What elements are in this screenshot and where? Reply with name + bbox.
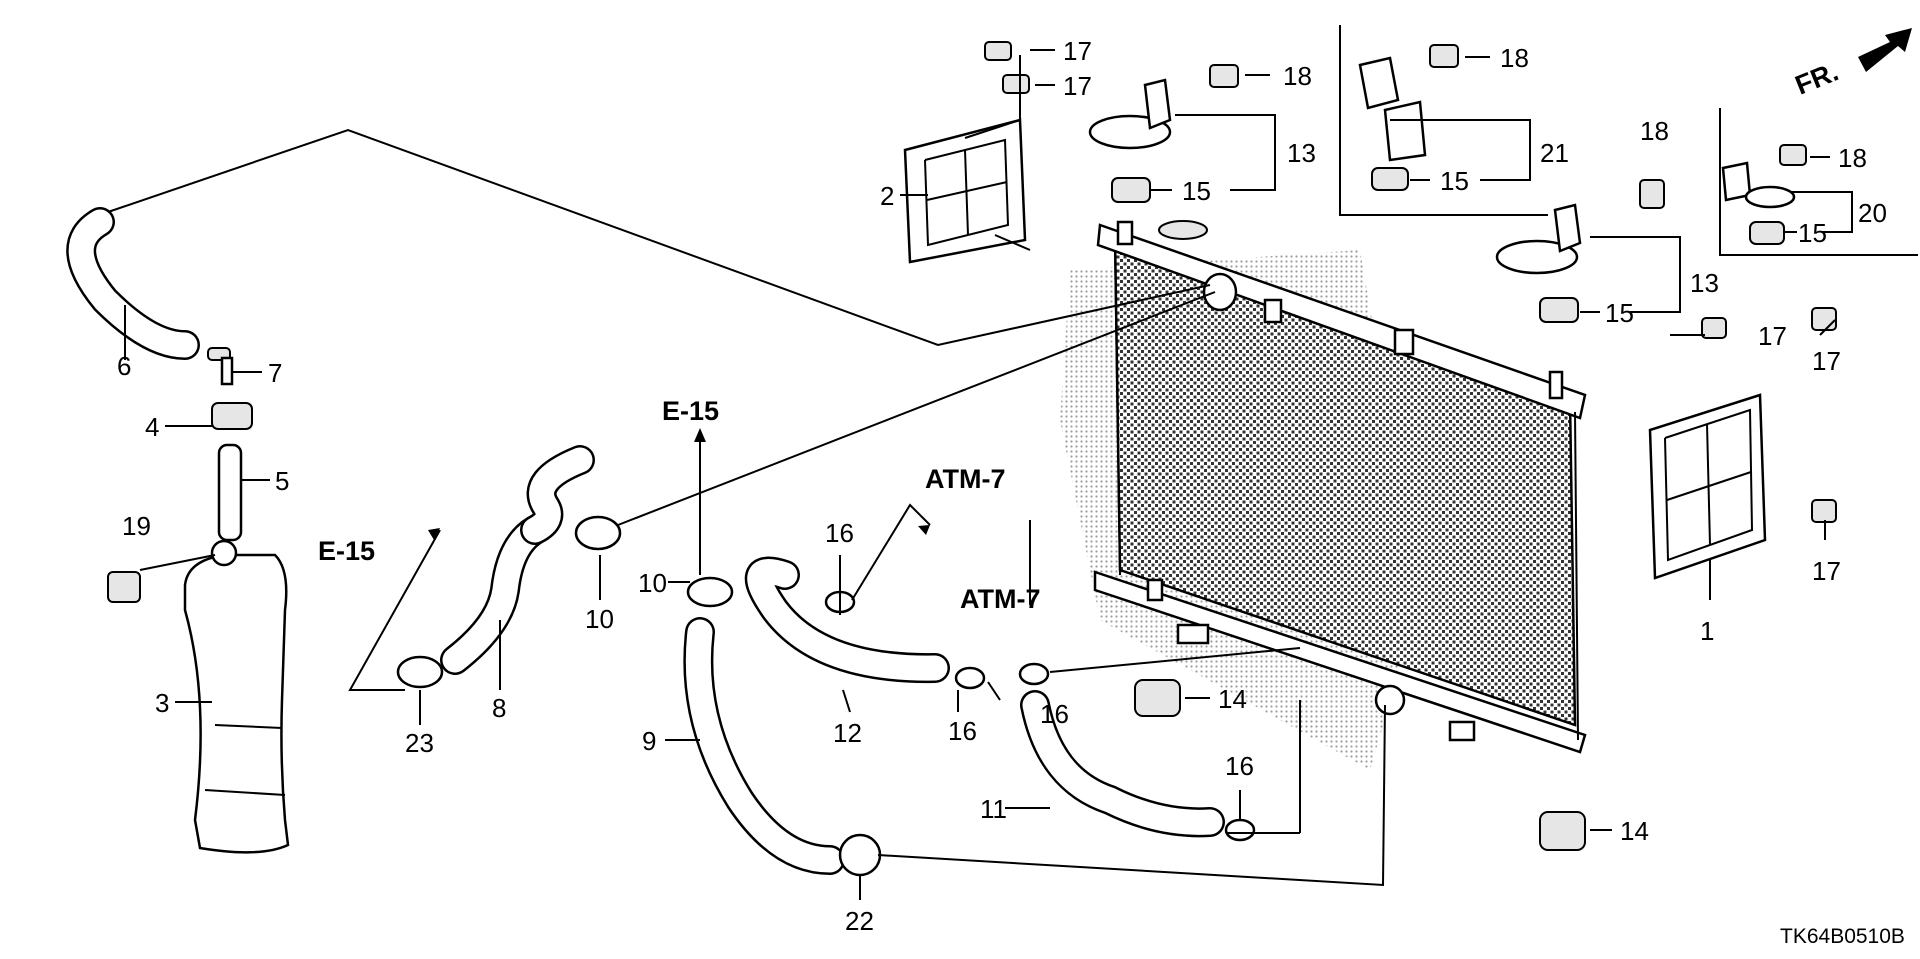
callout-5: 5 (275, 466, 289, 496)
callout-9: 9 (642, 726, 656, 756)
callout-1: 1 (1700, 616, 1714, 646)
callout-10: 10 (585, 604, 614, 634)
callout-20: 20 (1858, 198, 1887, 228)
callout-15: 15 (1798, 218, 1827, 248)
radiator-inlet-neck (1202, 272, 1238, 312)
callout-17: 17 (1812, 556, 1841, 586)
reference-arrows (428, 428, 930, 540)
bracket-1 (1648, 393, 1767, 580)
hoses (66, 207, 1225, 875)
reserve-tank (183, 539, 290, 854)
radiator (1060, 220, 1587, 770)
callout-19: 19 (122, 511, 151, 541)
callout-7: 7 (268, 358, 282, 388)
callout-16: 16 (825, 518, 854, 548)
callout-13: 13 (1690, 268, 1719, 298)
callout-15: 15 (1605, 298, 1634, 328)
callout-2: 2 (880, 181, 894, 211)
callout-leaders (124, 49, 1853, 900)
callout-3: 3 (155, 688, 169, 718)
radiator-top-pin (1548, 370, 1564, 400)
drawing-code: TK64B0510B (1780, 925, 1905, 948)
upper-mounts (1088, 56, 1796, 275)
callout-23: 23 (405, 728, 434, 758)
callout-17: 17 (1063, 36, 1092, 66)
callout-17: 17 (1812, 346, 1841, 376)
detail-boxes (1339, 25, 1918, 256)
callout-18: 18 (1283, 61, 1312, 91)
grommets (1111, 167, 1785, 323)
radiator-filler-neck (1116, 220, 1134, 246)
ref-atm7-mid[interactable]: ATM-7 (960, 584, 1041, 614)
callout-18: 18 (1838, 143, 1867, 173)
callout-8: 8 (492, 693, 506, 723)
callout-10: 10 (638, 568, 667, 598)
callout-18: 18 (1500, 43, 1529, 73)
callout-11: 11 (980, 794, 1007, 824)
leader-lines (107, 55, 1386, 887)
callout-15: 15 (1182, 176, 1211, 206)
ref-atm7-top[interactable]: ATM-7 (925, 464, 1006, 494)
front-label: FR. (1791, 56, 1843, 100)
callout-15: 15 (1440, 166, 1469, 196)
ref-e15-top[interactable]: E-15 (662, 396, 719, 426)
callout-16: 16 (1040, 699, 1069, 729)
radiator-cap (1158, 220, 1208, 240)
callout-labels: 17 17 18 18 18 18 13 13 15 15 15 15 21 2… (117, 36, 1887, 936)
callout-14: 14 (1218, 684, 1247, 714)
callout-16: 16 (1225, 751, 1254, 781)
callout-13: 13 (1287, 138, 1316, 168)
callout-12: 12 (833, 718, 862, 748)
callout-17: 17 (1063, 71, 1092, 101)
front-arrow (1858, 28, 1912, 72)
callout-6: 6 (117, 351, 131, 381)
callout-18: 18 (1640, 116, 1669, 146)
callout-16: 16 (948, 716, 977, 746)
bracket-2 (903, 118, 1031, 264)
bolts (107, 41, 1837, 603)
callout-21: 21 (1540, 138, 1569, 168)
callout-14: 14 (1620, 816, 1649, 846)
callout-17: 17 (1758, 321, 1787, 351)
callout-4: 4 (145, 412, 159, 442)
radiator-outlet-neck (1374, 684, 1406, 716)
lower-mounts (1134, 679, 1586, 851)
radiator-bottom-tank (1093, 570, 1587, 754)
tank-cap-parts (207, 347, 253, 542)
callout-22: 22 (845, 906, 874, 936)
ref-e15-left[interactable]: E-15 (318, 536, 375, 566)
